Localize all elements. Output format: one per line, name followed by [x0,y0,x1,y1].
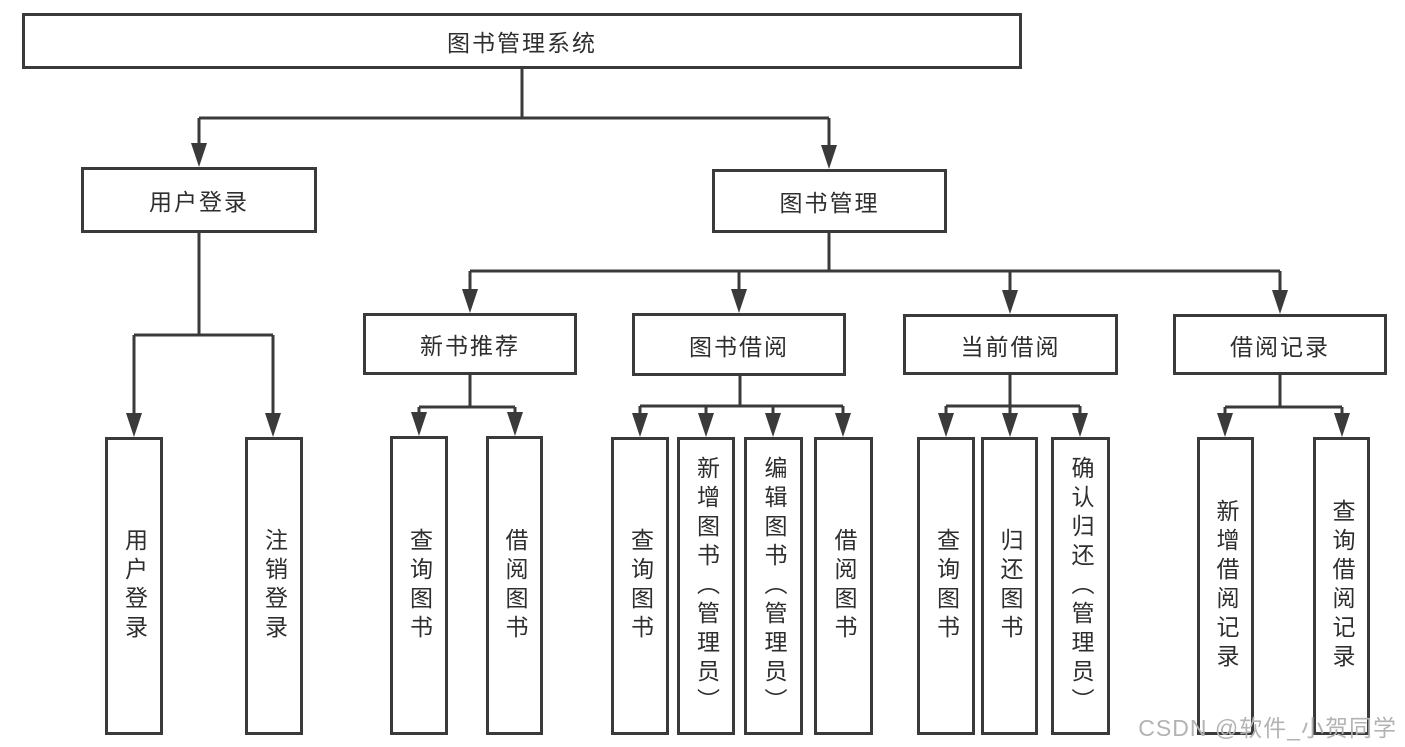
leaf-logout: 注销登录 [245,437,303,735]
edge-records-to-leaves [1223,375,1344,416]
leaf-user-login: 用户登录 [105,437,163,735]
arrowheads [126,143,1350,437]
node-book-borrowing: 图书借阅 [632,313,846,376]
leaf-edit-books-admin: 编辑图书（管理员） [744,437,803,735]
edge-newbook-to-leaves [417,375,517,414]
edge-borrow-to-leaves [638,376,845,416]
node-library-management-system: 图书管理系统 [22,13,1022,69]
node-current-borrowing: 当前借阅 [903,314,1118,375]
leaf-query-books-borrow: 查询图书 [611,437,669,735]
edge-userlogin-to-leaves [132,233,275,416]
leaf-add-borrow-record: 新增借阅记录 [1197,437,1254,735]
node-borrowing-records: 借阅记录 [1173,314,1387,375]
node-new-book-recommendation: 新书推荐 [363,313,577,375]
leaf-borrow-books: 借阅图书 [814,437,873,735]
edge-root-to-level2 [197,69,831,148]
leaf-query-books-current: 查询图书 [917,437,975,735]
node-user-login: 用户登录 [81,167,317,233]
leaf-borrow-books-recommend: 借阅图书 [486,436,543,735]
edge-bookmgmt-to-level3 [468,233,1282,293]
leaf-add-books-admin: 新增图书（管理员） [677,437,735,735]
leaf-return-books: 归还图书 [981,437,1038,735]
leaf-confirm-return-admin: 确认归还（管理员） [1051,437,1110,735]
leaf-query-books-recommend: 查询图书 [390,436,448,735]
edge-current-to-leaves [944,375,1082,416]
node-book-management: 图书管理 [712,169,947,233]
leaf-query-borrow-record: 查询借阅记录 [1313,437,1370,735]
